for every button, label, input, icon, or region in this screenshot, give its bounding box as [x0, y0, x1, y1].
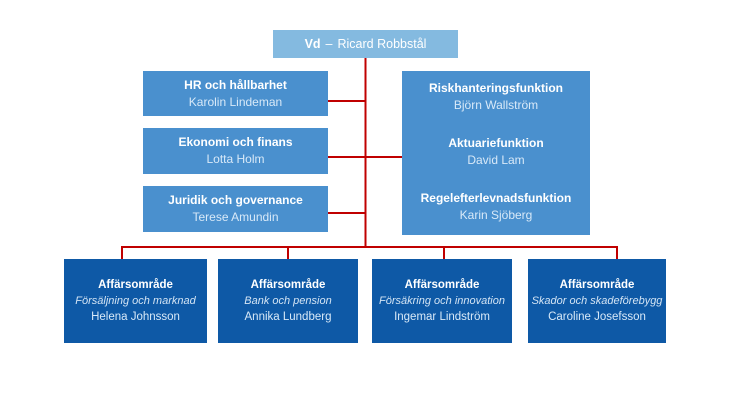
node-person: Helena Johnsson	[91, 311, 180, 323]
org-node-juridik: Juridik och governance Terese Amundin	[143, 186, 328, 232]
connector-bus	[121, 246, 618, 259]
node-title: Ekonomi och finans	[178, 135, 293, 149]
org-node-functions: Riskhanteringsfunktion Björn Wallström A…	[402, 71, 590, 235]
node-title: Affärsområde	[559, 279, 635, 291]
node-subtitle: Skador och skadeförebygg	[531, 295, 663, 307]
org-node-business-forsakring: Affärsområde Försäkring och innovation I…	[372, 259, 512, 343]
node-title: Aktuariefunktion	[448, 136, 544, 150]
node-title: HR och hållbarhet	[184, 77, 287, 92]
node-person: David Lam	[467, 153, 525, 167]
node-person: Caroline Josefsson	[548, 311, 646, 323]
node-subtitle: Bank och pension	[244, 295, 332, 307]
node-title: Affärsområde	[250, 279, 326, 291]
node-person: Björn Wallström	[453, 98, 539, 112]
function-entry-risk: Riskhanteringsfunktion Björn Wallström	[404, 80, 588, 114]
node-person: Karolin Lindeman	[188, 94, 283, 109]
org-node-hr: HR och hållbarhet Karolin Lindeman	[143, 71, 328, 116]
node-title: Affärsområde	[404, 279, 480, 291]
node-person: Annika Lundberg	[244, 311, 332, 323]
node-title: Juridik och governance	[168, 193, 303, 207]
node-title: Regelefterlevnadsfunktion	[420, 191, 572, 205]
function-entry-aktuarie: Aktuariefunktion David Lam	[404, 135, 588, 169]
node-title: Affärsområde	[98, 279, 173, 291]
org-node-business-bank: Affärsområde Bank och pension Annika Lun…	[218, 259, 358, 343]
node-subtitle: Försäljning och marknad	[75, 295, 196, 307]
org-node-business-skador: Affärsområde Skador och skadeförebygg Ca…	[528, 259, 666, 343]
org-node-vd: Vd – Ricard Robbstål	[273, 30, 458, 58]
vd-name: Ricard Robbstål	[337, 37, 427, 51]
org-node-business-forsaljning: Affärsområde Försäljning och marknad Hel…	[64, 259, 207, 343]
node-title: Riskhanteringsfunktion	[428, 81, 563, 95]
node-person: Lotta Holm	[206, 152, 265, 166]
node-person: Karin Sjöberg	[459, 208, 533, 222]
function-entry-regelefterlevnad: Regelefterlevnadsfunktion Karin Sjöberg	[404, 190, 588, 224]
node-subtitle: Försäkring och innovation	[379, 295, 505, 307]
vd-role-label: Vd	[304, 37, 321, 51]
node-person: Terese Amundin	[192, 210, 279, 224]
org-node-ekonomi: Ekonomi och finans Lotta Holm	[143, 128, 328, 174]
vd-separator: –	[325, 37, 333, 51]
node-person: Ingemar Lindström	[394, 311, 490, 323]
